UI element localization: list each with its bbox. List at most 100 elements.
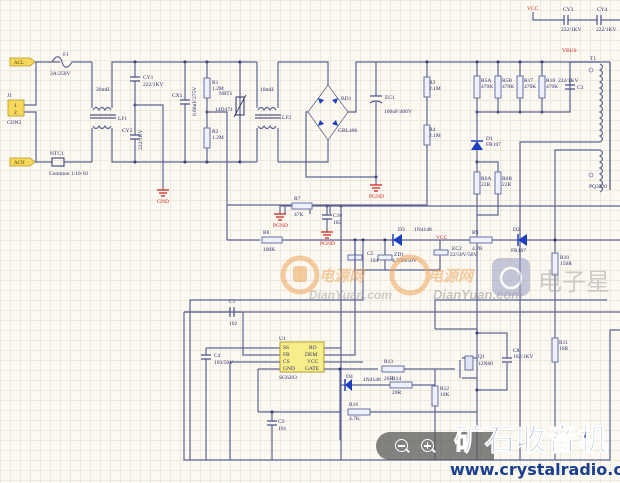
svg-text:22R: 22R — [481, 182, 491, 188]
capacitor-cy1: CY1 222/1KV — [130, 62, 164, 162]
svg-text:C1: C1 — [229, 299, 236, 305]
svg-text:222/1KV: 222/1KV — [143, 82, 164, 88]
watermark-dianyuan: 电源网 DianYuan.com 电源网 DianYuan.com — [280, 254, 523, 302]
connector-j1: J1 1 2 CON2 — [7, 93, 25, 126]
svg-text:103/50V: 103/50V — [214, 360, 233, 366]
svg-text:DEM: DEM — [305, 352, 317, 358]
svg-text:VBUS: VBUS — [562, 48, 577, 54]
svg-text:R12: R12 — [440, 386, 449, 392]
svg-text:3A/250V: 3A/250V — [50, 71, 71, 77]
svg-text:CY4: CY4 — [597, 7, 608, 13]
ground-pgnd-1: PGND — [369, 184, 384, 200]
svg-text:R5A: R5A — [481, 78, 491, 84]
zoom-out-button[interactable] — [392, 436, 412, 456]
resistor-r2: R2 1.2M — [203, 127, 224, 162]
brand-title: 矿石收音机 — [454, 423, 609, 458]
svg-text:R18: R18 — [546, 78, 555, 84]
ac-input-section: ACL ACN J1 1 2 CON2 F1 3A/250V NTC1 Comm… — [7, 52, 329, 240]
brand-url: www.crystalradio.cn — [450, 460, 620, 479]
port-acl-label: ACL — [14, 61, 24, 66]
svg-text:LF1: LF1 — [118, 116, 127, 122]
svg-text:22R: 22R — [502, 182, 512, 188]
svg-text:C8: C8 — [513, 348, 520, 354]
ic-u1: U1 SS FB CS GND RO DEM VCC GATE SG6203 — [279, 336, 325, 381]
svg-text:GBL406: GBL406 — [338, 128, 358, 134]
svg-text:LF2: LF2 — [282, 115, 291, 121]
svg-text:NTC1: NTC1 — [50, 151, 64, 157]
common-mode-choke-lf1: 20mH LF1 — [90, 87, 127, 130]
svg-text:20R: 20R — [384, 376, 394, 382]
crystalradio-watermark: 矿石收音机 www.crystalradio.cn — [450, 423, 620, 483]
svg-text:BD1: BD1 — [341, 96, 352, 102]
svg-text:PQ3220: PQ3220 — [589, 184, 607, 190]
svg-text:C4: C4 — [214, 353, 221, 359]
svg-text:D1: D1 — [486, 136, 493, 142]
svg-text:电子星: 电子星 — [538, 268, 610, 296]
svg-text:14D471: 14D471 — [215, 107, 233, 113]
svg-text:R8: R8 — [263, 230, 270, 236]
svg-text:22/50V/50V: 22/50V/50V — [450, 252, 478, 258]
watermark-elecfans: 电子星 — [492, 258, 610, 296]
svg-text:100K: 100K — [263, 247, 275, 253]
svg-text:CX1: CX1 — [172, 93, 183, 99]
svg-text:2: 2 — [14, 110, 17, 116]
controller-section: C1 102 C4 103/50V U1 SS FB CS GND RO DEM… — [183, 240, 620, 461]
svg-text:EC2: EC2 — [452, 246, 462, 252]
svg-text:CS: CS — [283, 359, 290, 365]
svg-text:PGND: PGND — [369, 194, 384, 200]
svg-text:电源网: 电源网 — [428, 268, 476, 285]
svg-text:R6B: R6B — [502, 176, 512, 182]
capacitor-ec1: EC1 100uF/400V — [369, 62, 412, 185]
svg-text:VCC: VCC — [527, 6, 539, 12]
svg-text:10mH: 10mH — [260, 87, 274, 93]
zoom-in-button[interactable] — [418, 436, 438, 456]
svg-text:VCC: VCC — [436, 235, 448, 241]
svg-text:SS: SS — [283, 345, 289, 351]
svg-text:101: 101 — [278, 426, 287, 432]
svg-text:R11: R11 — [559, 340, 568, 346]
svg-text:GATE: GATE — [305, 366, 320, 372]
svg-text:104: 104 — [370, 258, 379, 264]
mosfet-q1: Q1 12N60 C8 102/1KV R11 10R — [434, 299, 607, 392]
svg-text:FR107: FR107 — [486, 142, 501, 148]
svg-text:CY3: CY3 — [563, 7, 574, 13]
svg-text:F1: F1 — [63, 52, 69, 58]
svg-text:100uF/400V: 100uF/400V — [384, 109, 412, 115]
svg-text:R1: R1 — [212, 80, 219, 86]
svg-text:PGND: PGND — [320, 241, 335, 247]
svg-text:2.1M: 2.1M — [429, 133, 441, 139]
svg-text:10K: 10K — [440, 392, 450, 398]
svg-text:Common 1/10-10: Common 1/10-10 — [49, 171, 88, 177]
svg-text:1N4148: 1N4148 — [363, 377, 381, 383]
svg-text:CY1: CY1 — [143, 75, 154, 81]
svg-text:U1: U1 — [279, 336, 286, 342]
svg-text:CON2: CON2 — [7, 120, 22, 126]
port-acn: ACN — [9, 157, 36, 167]
svg-text:R14: R14 — [392, 376, 401, 382]
svg-text:470K: 470K — [481, 84, 493, 90]
svg-text:T1: T1 — [590, 56, 596, 62]
svg-text:150R: 150R — [560, 261, 572, 267]
svg-text:PGND: PGND — [273, 223, 288, 229]
svg-text:C3: C3 — [577, 85, 584, 91]
svg-text:R2: R2 — [212, 129, 219, 135]
svg-text:RO: RO — [309, 345, 317, 351]
svg-text:FR107: FR107 — [511, 248, 526, 254]
svg-text:470K: 470K — [524, 84, 536, 90]
svg-text:C5: C5 — [367, 251, 374, 257]
svg-text:4.7K: 4.7K — [349, 416, 360, 422]
svg-text:1.2M: 1.2M — [212, 86, 224, 92]
svg-text:47K: 47K — [294, 212, 304, 218]
svg-text:D2: D2 — [513, 227, 520, 233]
svg-text:R6A: R6A — [481, 176, 491, 182]
svg-text:10R: 10R — [559, 346, 569, 352]
svg-text:GND: GND — [157, 199, 169, 205]
fuse-f1: F1 3A/250V — [50, 52, 92, 77]
bridge-rectifier-bd1: BD1 GBL406 — [305, 61, 610, 178]
transformer-t1: T1 PQ3220 — [519, 56, 611, 460]
startup-network: R7 47K PGND C10 102 PGND R8 100K — [227, 196, 620, 460]
port-acl: ACL — [9, 57, 36, 67]
viewer-zoom-toolbar — [376, 432, 494, 460]
